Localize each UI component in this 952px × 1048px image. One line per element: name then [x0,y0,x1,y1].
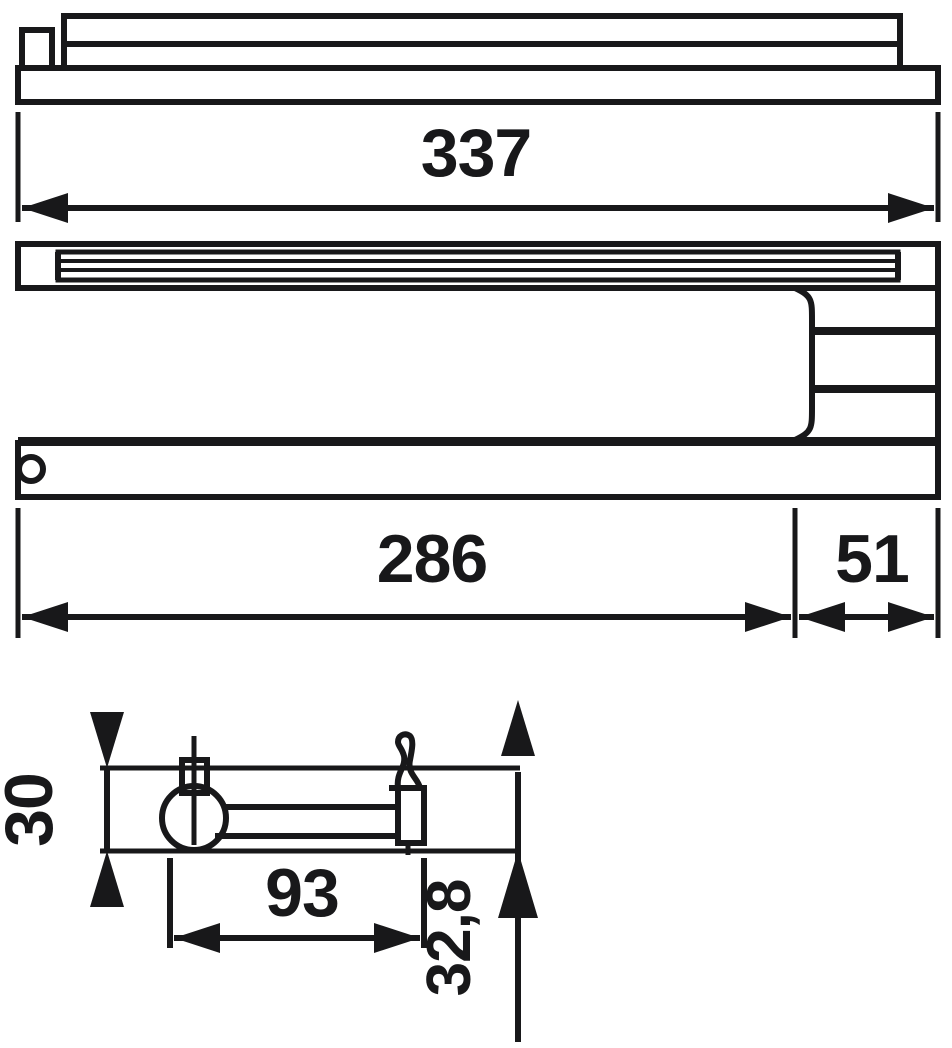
plan-body-outline [18,285,941,443]
section-slot-tab [179,757,210,796]
dim-label-286: 286 [377,521,487,597]
dim-label-51: 51 [835,521,909,597]
elevation-left-endcap [19,27,55,71]
dim-label-93: 93 [265,855,339,931]
dim-label-32-8: 32,8 [415,880,484,997]
dim-line-286 [22,602,791,632]
dim-arrow-32-8-bottom [498,851,538,918]
section-web-arm [215,804,401,839]
dim-arrows-30 [90,712,124,907]
dim-line-337 [22,193,934,223]
dim-label-30: 30 [0,773,67,847]
dim-line-51 [799,602,934,632]
plan-lower-bar [15,440,941,500]
section-round-boss [159,783,229,853]
elevation-upper-lip [61,13,903,47]
plan-mounting-hole [16,454,46,484]
elevation-main-body [15,65,941,105]
dim-line-93 [174,923,420,953]
dim-arrow-32-8-top [501,700,535,756]
section-s-hook [394,731,423,789]
plan-view: 286 51 [15,241,941,638]
dim-label-337: 337 [421,115,531,191]
section-view: 30 [0,700,538,1042]
section-end-block [395,785,427,846]
front-elevation-view: 337 [15,13,941,223]
plan-inner-rounded-divider [793,285,815,443]
plan-rib-channel-outline [55,249,901,283]
